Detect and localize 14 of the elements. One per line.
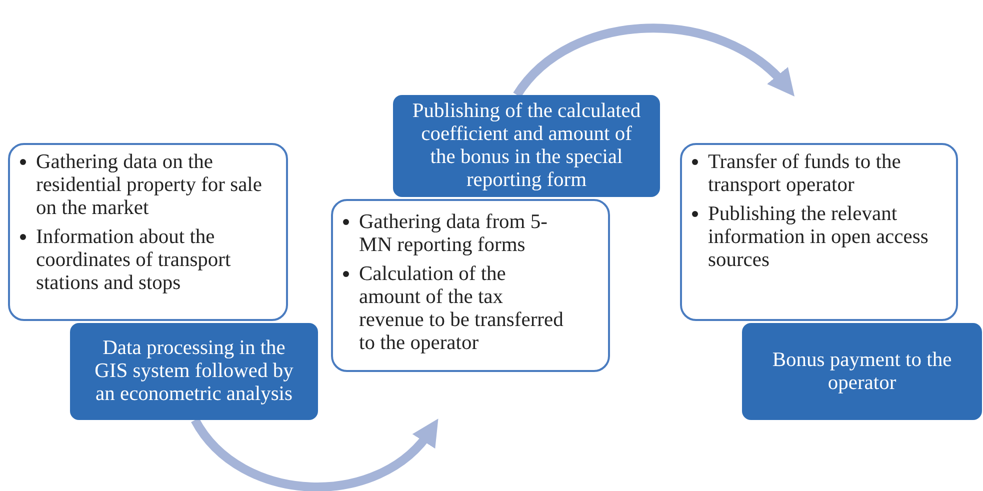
bullet-text: Transfer of funds to the transport operator <box>708 151 901 196</box>
step-title-box: Bonus payment to the operator <box>742 323 982 420</box>
step-card <box>8 143 288 321</box>
bullet-text: Gathering data from 5-MN reporting forms <box>359 211 548 256</box>
curved-arrow <box>191 418 440 491</box>
bullet-text: Information about the coordinates of transport stations and stops <box>36 226 231 294</box>
step-title-box: Publishing of the calculated coefficient and amount of the bonus in the special reporting form <box>393 95 660 197</box>
bullet-text: Gathering data on the residential property for sale on the market <box>36 151 262 219</box>
curved-arrow <box>513 24 796 98</box>
bullet-text: Calculation of the amount of the tax revenue to be transferred to the operator <box>359 263 564 354</box>
step-card <box>331 199 610 372</box>
bullet-text: Publishing the relevant information in open access sources <box>708 203 928 271</box>
step-title-box: Data processing in the GIS system followed by an econometric analysis <box>70 323 318 420</box>
step-card <box>680 143 958 321</box>
